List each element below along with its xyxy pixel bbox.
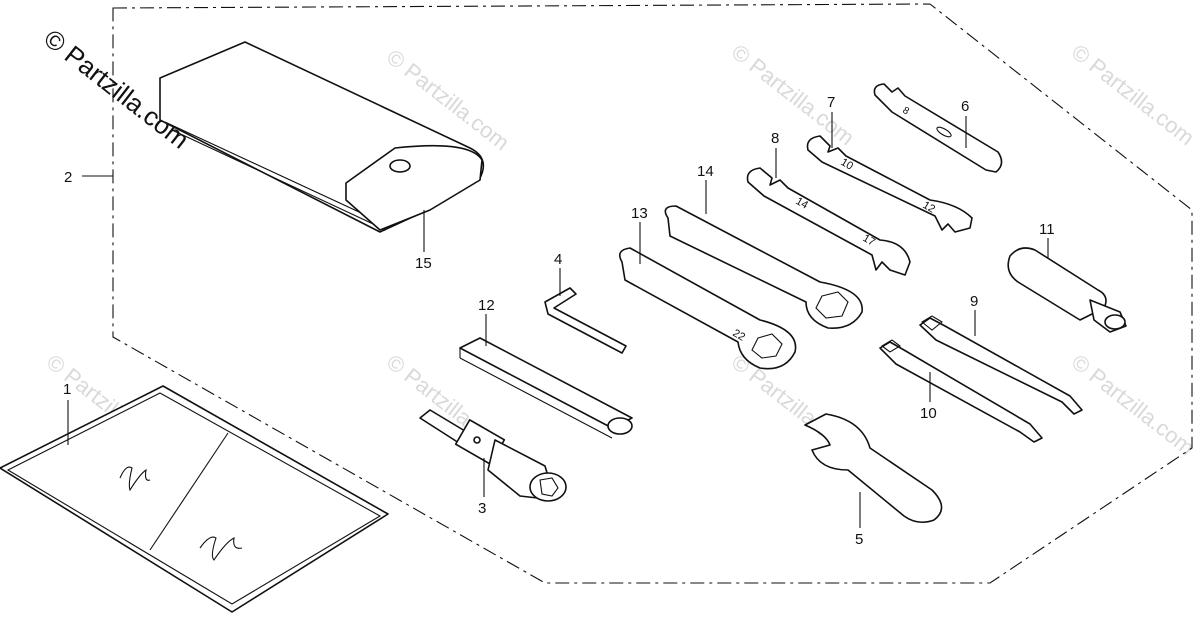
flat-bit [879,339,1043,443]
small-open-wrench: 8 [873,83,1003,173]
watermark: © Partzilla.com [1067,349,1199,460]
callout-6: 6 [961,98,969,115]
extension-bar [459,337,633,439]
open-wrench-14x17: 14 17 [746,167,911,276]
pin-spanner [804,413,943,524]
callout-8: 8 [771,130,779,147]
owners-manual-pouch [0,385,389,613]
screwdriver-handle [1007,247,1127,333]
callout-13: 13 [631,205,648,222]
callout-7: 7 [827,94,835,111]
wrench-size-marking: 22 [731,327,748,344]
callout-12: 12 [478,297,495,314]
tool-bag [159,41,485,233]
callout-4: 4 [554,251,562,268]
assembly-boundary [112,3,1193,584]
box-wrench [664,205,863,329]
plug-wrench [419,409,567,502]
wrench-size-marking: 8 [901,105,912,118]
callout-3: 3 [478,500,486,517]
callout-2: 2 [64,169,72,186]
leader-lines [67,112,1049,528]
wrench-size-marking: 10 [839,156,856,173]
box-wrench-22: 22 [619,247,797,370]
hex-key [544,287,627,354]
wrench-size-marking: 12 [921,199,938,216]
wrench-size-marking: 17 [861,232,878,249]
callout-14: 14 [697,163,714,180]
callout-10: 10 [920,405,937,422]
open-wrench-10x12: 10 12 [806,135,973,233]
callout-11: 11 [1039,221,1055,238]
phillips-bit [919,315,1083,415]
callout-9: 9 [970,293,978,310]
watermark: © Partzilla.com [1067,39,1199,150]
callout-5: 5 [855,531,863,548]
watermark: © Partzilla.com [727,39,859,150]
callout-1: 1 [63,381,71,398]
callout-labels: 1 2 3 4 5 6 7 8 9 10 11 12 13 14 15 [63,94,1055,548]
wrench-size-marking: 14 [794,195,811,212]
callout-15: 15 [415,255,432,272]
